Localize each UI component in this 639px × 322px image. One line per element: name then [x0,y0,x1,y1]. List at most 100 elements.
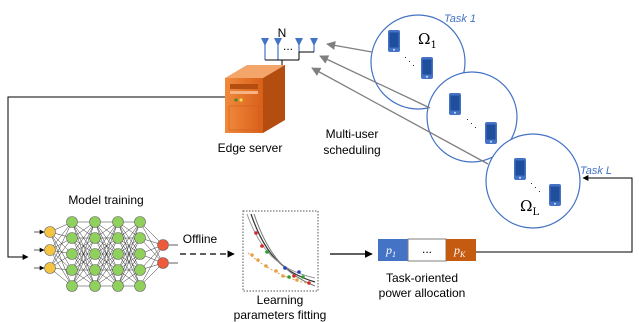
uplink-arrow [311,67,489,165]
phone-icon [449,93,461,115]
antenna-icon [261,38,269,46]
phone-icon [485,122,497,144]
hidden-node [66,280,78,292]
phone-icon [514,158,526,180]
scheduling-label-line1: Multi-user [326,127,379,141]
nn-edge [71,221,96,271]
model-training-label: Model training [68,193,143,207]
output-node [157,257,169,269]
hidden-node [112,264,124,276]
hidden-node [66,264,78,276]
power-cell-k [446,239,476,261]
svg-text:·: · [408,56,411,66]
fitting-label-line1: Learning [257,293,304,307]
nn-edge [117,237,141,287]
power-cell-mid-label: ... [422,242,432,256]
sample-point [307,281,311,285]
nn-edge [49,221,73,251]
hidden-node [134,264,146,276]
nn-edge [139,244,164,287]
power-vector: p1 ... pK [378,238,476,262]
sample-point [297,270,301,274]
hidden-node [89,280,101,292]
nn-edge [117,221,141,255]
hidden-node [66,232,78,244]
hidden-node [66,248,78,260]
sample-point [265,250,269,254]
hidden-node [89,232,101,244]
fitting-plot [242,210,319,292]
nn-edge [71,237,96,287]
sample-point [295,278,299,282]
nn-edge [117,221,141,271]
sample-point [274,269,278,273]
nn-edge [94,237,119,287]
svg-text:·: · [412,60,415,70]
antenna-array: N ... [261,26,318,74]
hidden-node [134,216,146,228]
nn-edge [71,221,96,255]
power-label-line2: power allocation [379,286,466,300]
server-icon [225,65,285,133]
power-feedback-arrow [476,175,633,253]
hidden-node [89,264,101,276]
fit-curve [253,213,316,287]
svg-text:·: · [474,122,477,132]
hidden-node [112,248,124,260]
hidden-node [89,216,101,228]
nn-edge [139,221,164,264]
uplink-arrow [319,55,431,109]
nn-edge [49,231,73,287]
fitting-label-line2: parameters fitting [234,308,327,322]
nn-edge [94,221,119,271]
task-1-label: Task 1 [444,13,476,25]
power-label-line1: Task-oriented [386,271,458,285]
task-l-group: · · · ΩL Task L [485,133,612,229]
hidden-node [89,248,101,260]
svg-text:·: · [466,114,469,124]
sample-point [264,264,268,268]
phone-icon [388,30,400,52]
sample-point [250,253,254,257]
nn-edge [94,253,119,287]
antenna-icon [310,38,318,46]
task-middle-group: · · · [426,71,518,163]
input-node [44,226,56,238]
output-node [157,239,169,251]
omega-1-label: Ω1 [418,30,437,51]
nn-edge [49,249,73,287]
antenna-count-label: N [278,26,287,40]
neural-network [34,216,178,292]
svg-text:·: · [530,178,533,188]
fit-curve [250,213,316,283]
antenna-dots: ... [283,39,293,53]
antenna-icon [274,38,282,46]
task-l-label: Task L [580,165,612,177]
svg-text:·: · [538,186,541,196]
hidden-node [66,216,78,228]
nn-edge [71,221,96,287]
nn-edge [94,221,119,255]
nn-edge [49,221,73,269]
sample-point [292,274,296,278]
nn-edge [117,221,141,287]
nn-edge [49,237,73,269]
sample-point [301,275,305,279]
scheduling-label-line2: scheduling [323,143,380,157]
svg-text:·: · [534,182,537,192]
hidden-node [112,216,124,228]
nn-edge [94,221,119,287]
sample-point [283,266,287,270]
svg-text:·: · [470,118,473,128]
sample-point [254,231,258,235]
hidden-node [112,280,124,292]
power-cell-1 [378,239,408,261]
server-to-training-arrow [7,96,225,260]
sample-point [281,274,285,278]
hidden-node [112,232,124,244]
phone-icon [421,57,433,79]
input-node [44,244,56,256]
sample-point [260,244,264,248]
omega-l-label: ΩL [520,197,539,218]
